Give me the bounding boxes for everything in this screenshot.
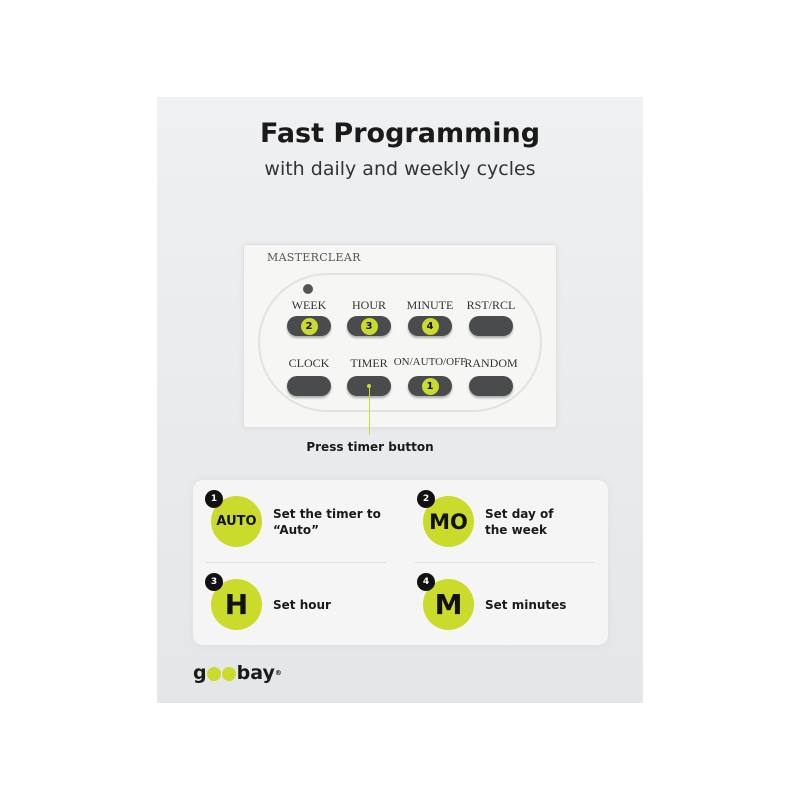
page-subtitle: with daily and weekly cycles — [264, 158, 536, 180]
step-number: 3 — [205, 573, 223, 591]
on-auto-off-button[interactable]: 1 — [408, 376, 452, 396]
step-marker: 1 — [421, 377, 439, 395]
divider — [415, 562, 595, 563]
masterclear-label: MASTERCLEAR — [267, 251, 361, 264]
step-text: the week — [485, 522, 547, 537]
callout-text: Press timer button — [306, 440, 434, 454]
clock-label: CLOCK — [288, 356, 330, 370]
timer-label: TIMER — [350, 356, 388, 370]
step-symbol: M — [434, 588, 463, 621]
step-symbol: H — [224, 588, 249, 621]
minute-label: MINUTE — [406, 298, 454, 312]
step-marker: 4 — [421, 317, 439, 335]
week-label: WEEK — [291, 298, 327, 312]
button-panel-outline — [258, 273, 542, 412]
step-text: Set the timer to — [273, 506, 381, 521]
logo-o — [222, 667, 237, 681]
timer-button[interactable] — [347, 376, 391, 396]
step-number: 1 — [205, 490, 223, 508]
hour-button[interactable]: 3 — [347, 316, 391, 336]
minute-button[interactable]: 4 — [408, 316, 452, 336]
rst-rcl-button[interactable] — [469, 316, 513, 336]
rst-rcl-label: RST/RCL — [466, 298, 516, 312]
step-marker: 3 — [360, 317, 378, 335]
callout-dot — [367, 384, 371, 388]
step-text: “Auto” — [273, 522, 320, 537]
registered-mark: ® — [274, 669, 282, 677]
random-button[interactable] — [469, 376, 513, 396]
clock-button[interactable] — [287, 376, 331, 396]
random-label: RANDOM — [464, 356, 518, 370]
week-button[interactable]: 2 — [287, 316, 331, 336]
hour-label: HOUR — [351, 298, 386, 312]
on-auto-off-label: ON/AUTO/OFF — [393, 356, 467, 368]
logo-o — [207, 667, 222, 681]
logo-text: bay — [236, 662, 275, 684]
step-text: Set minutes — [485, 597, 567, 612]
step-symbol: AUTO — [216, 514, 257, 529]
logo-text: g — [193, 662, 207, 684]
step-text: Set hour — [273, 597, 331, 612]
step-symbol: MO — [429, 509, 468, 534]
step-number: 4 — [417, 573, 435, 591]
divider — [206, 562, 386, 563]
step-number: 2 — [417, 490, 435, 508]
page-title: Fast Programming — [259, 118, 541, 149]
goobay-logo: g bay® — [193, 662, 282, 684]
step-text: Set day of — [485, 506, 554, 521]
masterclear-reset-hole[interactable] — [303, 284, 313, 294]
callout-line — [369, 387, 370, 435]
step-marker: 2 — [300, 317, 318, 335]
